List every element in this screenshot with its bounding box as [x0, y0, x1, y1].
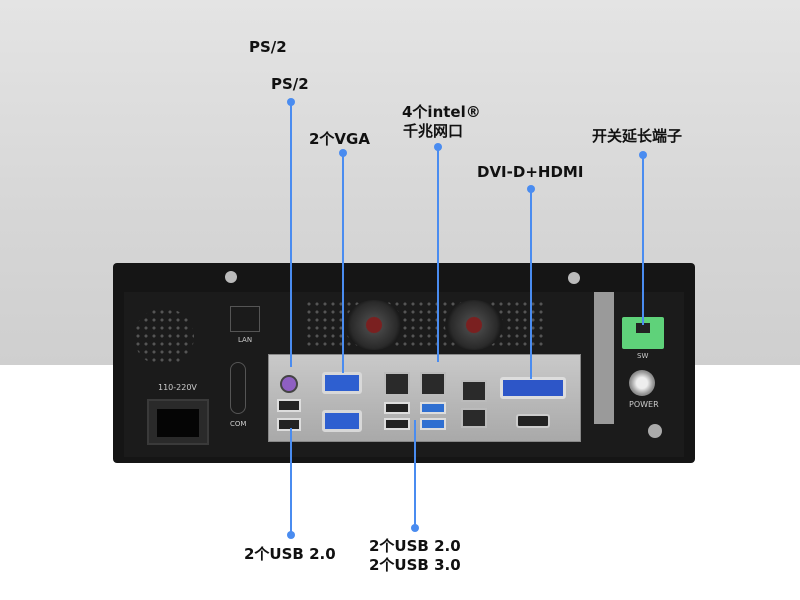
vga-port — [322, 410, 362, 432]
voltage-label: 110-220V — [158, 383, 197, 392]
fan — [345, 300, 403, 350]
screw — [568, 272, 580, 284]
com-label: COM — [230, 420, 247, 428]
callout-line — [642, 155, 644, 325]
callout-line — [414, 420, 416, 527]
usb3-port — [420, 418, 446, 430]
usb2-port — [277, 399, 301, 412]
expansion-bracket — [594, 292, 614, 424]
callout-lan-line2: 千兆网口 — [403, 122, 464, 140]
rj45-port — [420, 372, 446, 396]
lan-knockout — [230, 306, 260, 332]
usb2-port — [384, 418, 410, 430]
rj45-port — [461, 408, 487, 428]
callout-line — [290, 102, 292, 367]
lan-label: LAN — [238, 336, 253, 344]
vent-grille — [134, 308, 194, 366]
callout-line — [290, 428, 292, 534]
fan-vent — [305, 300, 545, 350]
dvi-port — [500, 377, 566, 399]
fan — [445, 300, 503, 350]
callout-vga: 2个VGA — [309, 130, 370, 148]
ps2-port — [280, 375, 298, 393]
callout-dvi-hdmi: DVI-D+HDMI — [477, 163, 584, 181]
callout-dot — [411, 524, 419, 532]
vga-port — [322, 372, 362, 394]
ac-power-inlet — [147, 399, 209, 445]
usb2-port — [384, 402, 410, 414]
callout-line — [342, 153, 344, 373]
usb2-port — [277, 418, 301, 431]
callout-ps2: PS/2 — [271, 75, 309, 93]
callout-switch: 开关延长端子 — [592, 127, 683, 145]
screw — [225, 271, 237, 283]
power-button[interactable] — [629, 370, 655, 396]
callout-ps2-heading: PS/2 — [249, 38, 287, 56]
callout-usb-mid-line2: 2个USB 3.0 — [369, 556, 461, 574]
rj45-port — [461, 380, 487, 402]
rj45-port — [384, 372, 410, 396]
callout-dot — [287, 531, 295, 539]
hdmi-port — [516, 414, 550, 428]
sw-label: SW — [637, 352, 649, 360]
ground-screw-icon — [648, 424, 662, 438]
callout-line — [530, 189, 532, 379]
power-label: POWER — [629, 400, 659, 409]
callout-line — [437, 147, 439, 362]
com-knockout — [230, 362, 246, 414]
usb3-port — [420, 402, 446, 414]
callout-lan-line1: 4个intel® — [402, 103, 481, 121]
callout-usb-mid-line1: 2个USB 2.0 — [369, 537, 461, 555]
callout-usb-left: 2个USB 2.0 — [244, 545, 336, 563]
